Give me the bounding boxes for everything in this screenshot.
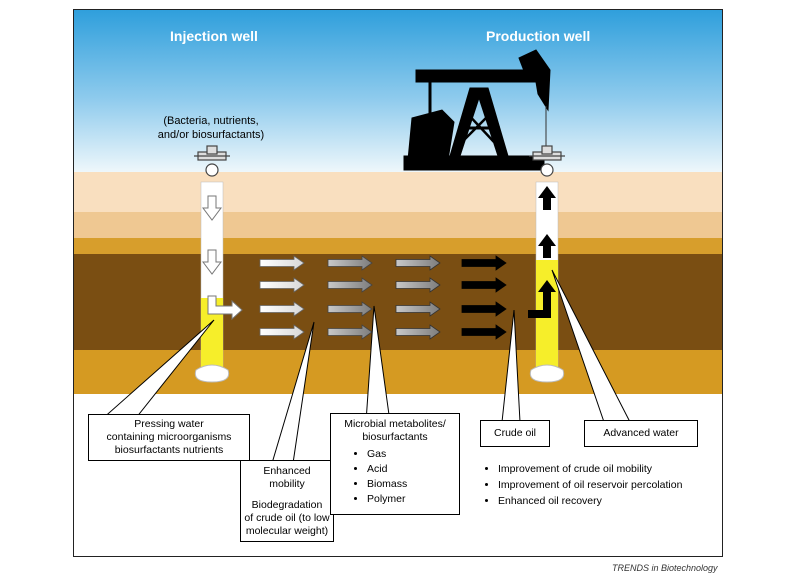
flow-arrow-grey-dark xyxy=(395,324,441,340)
advanced-water-box: Advanced water xyxy=(584,420,698,447)
pressing-water-line-3: biosurfactants nutrients xyxy=(114,444,224,456)
metabolite-item: Biomass xyxy=(367,478,457,491)
injection-caption: (Bacteria, nutrients, and/or biosurfacta… xyxy=(146,114,276,142)
pressing-water-line-1: Pressing water xyxy=(134,418,204,430)
callout-pointers xyxy=(90,269,631,471)
metabolites-title-line-1: Microbial metabolites/ xyxy=(344,418,446,430)
outcome-item: Improvement of oil reservoir percolation xyxy=(498,479,714,492)
injection-well-yellow xyxy=(201,298,223,374)
injection-well-tip xyxy=(194,364,230,383)
credit-label: TRENDS in Biotechnology xyxy=(612,563,718,573)
outcome-item: Enhanced oil recovery xyxy=(498,495,714,508)
sand-layer xyxy=(74,238,722,254)
crude-oil-box: Crude oil xyxy=(480,420,550,447)
pressing-water-box: Pressing water containing microorganisms… xyxy=(88,414,250,461)
flow-arrow-grey-dark xyxy=(395,277,441,293)
enhanced-mobility-line-2: mobility xyxy=(269,478,305,490)
flow-arrow-white xyxy=(259,324,305,340)
flow-arrow-grey xyxy=(327,255,373,271)
flow-arrow-grey-dark xyxy=(395,301,441,317)
pressing-water-line-2: containing microorganisms xyxy=(106,431,232,443)
biodegradation-line-3: molecular weight) xyxy=(245,525,329,537)
soil-layer-top xyxy=(74,172,722,212)
metabolites-list: Gas Acid Biomass Polymer xyxy=(333,448,457,506)
pumpjack-icon xyxy=(403,49,551,171)
enhanced-mobility-line-1: Enhanced xyxy=(263,465,311,477)
flow-arrow-grey xyxy=(327,277,373,293)
flow-arrow-grey-dark xyxy=(395,255,441,271)
injection-caption-line-1: (Bacteria, nutrients, xyxy=(163,115,259,127)
flow-arrows xyxy=(259,255,507,340)
flow-arrow-white xyxy=(259,255,305,271)
enhanced-mobility-box: Enhanced mobility Biodegradation of crud… xyxy=(240,460,334,542)
injection-down-arrows xyxy=(202,195,243,321)
soil-layer-light xyxy=(74,212,722,238)
flow-arrow-black xyxy=(461,301,507,317)
flow-arrow-grey xyxy=(327,301,373,317)
injection-valve-icon xyxy=(194,145,230,177)
production-well-header: Production well xyxy=(486,28,591,44)
flow-arrow-black xyxy=(461,277,507,293)
flow-arrow-white xyxy=(259,277,305,293)
injection-caption-line-2: and/or biosurfactants) xyxy=(157,129,265,141)
sky xyxy=(74,10,722,172)
flow-arrow-black xyxy=(461,255,507,271)
flow-arrow-grey xyxy=(327,324,373,340)
metabolites-title-line-2: biosurfactants xyxy=(362,431,428,443)
metabolite-item: Acid xyxy=(367,463,457,476)
production-up-arrows xyxy=(528,186,556,318)
production-well-tip xyxy=(529,364,565,383)
injection-well-header: Injection well xyxy=(170,28,258,44)
outcomes-list: Improvement of crude oil mobility Improv… xyxy=(484,463,714,511)
metabolites-box: Microbial metabolites/ biosurfactants Ga… xyxy=(330,413,460,515)
biodegradation-line-2: of crude oil (to low xyxy=(244,512,330,524)
production-valve-icon xyxy=(529,145,565,177)
metabolite-item: Polymer xyxy=(367,493,457,506)
outcome-item: Improvement of crude oil mobility xyxy=(498,463,714,476)
diagram-frame: Injection well Production well (Bacteria… xyxy=(73,9,723,557)
flow-arrow-white xyxy=(259,301,305,317)
biodegradation-line-1: Biodegradation xyxy=(251,499,323,511)
metabolite-item: Gas xyxy=(367,448,457,461)
flow-arrow-black xyxy=(461,324,507,340)
